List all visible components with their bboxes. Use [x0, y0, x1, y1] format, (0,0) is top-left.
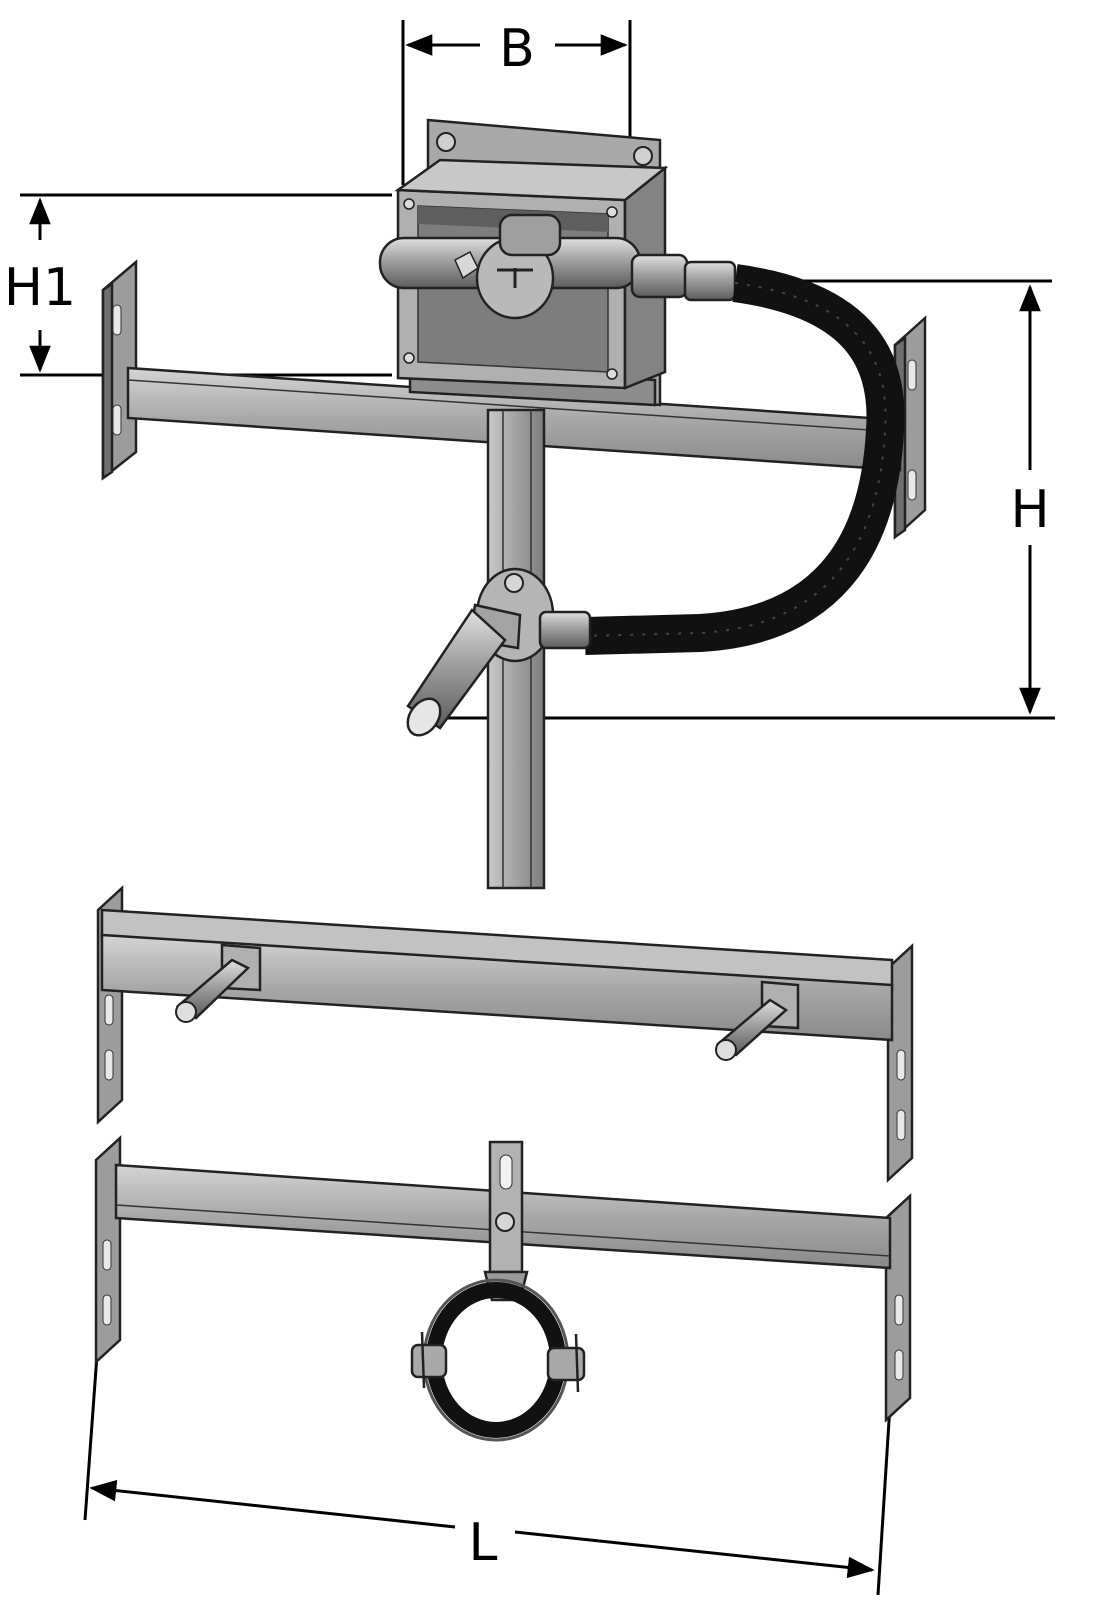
dimension-h1-label: H1: [4, 258, 76, 318]
lower-frame: [94, 1135, 912, 1442]
junction-box: [378, 118, 737, 407]
flexible-hose: [584, 264, 905, 655]
upper-frame: [101, 118, 927, 890]
dimension-h-label: H: [1010, 480, 1049, 540]
lower-right-bracket: [884, 1193, 912, 1423]
screw-icon: [633, 146, 653, 166]
screw-icon: [606, 206, 618, 218]
pipe-hanger: [410, 1140, 586, 1442]
dimension-b-label: B: [499, 19, 535, 79]
lower-left-bracket: [94, 1135, 122, 1365]
mounting-stud: [715, 998, 789, 1061]
middle-frame: [96, 885, 914, 1183]
elbow-fitting: [406, 567, 592, 737]
screw-icon: [504, 573, 524, 593]
middle-right-bracket: [886, 943, 914, 1183]
screw-icon: [436, 132, 456, 152]
dimension-l-label: L: [469, 1513, 498, 1573]
dimension-b: B: [401, 19, 632, 200]
screw-icon: [403, 198, 415, 210]
dimension-h1: H1: [4, 193, 392, 377]
left-wall-bracket: [101, 259, 138, 481]
screw-icon: [606, 368, 618, 380]
screw-icon: [403, 352, 415, 364]
mounting-stud: [175, 958, 251, 1023]
dimension-l: L: [83, 1354, 892, 1596]
screw-icon: [495, 1212, 515, 1232]
